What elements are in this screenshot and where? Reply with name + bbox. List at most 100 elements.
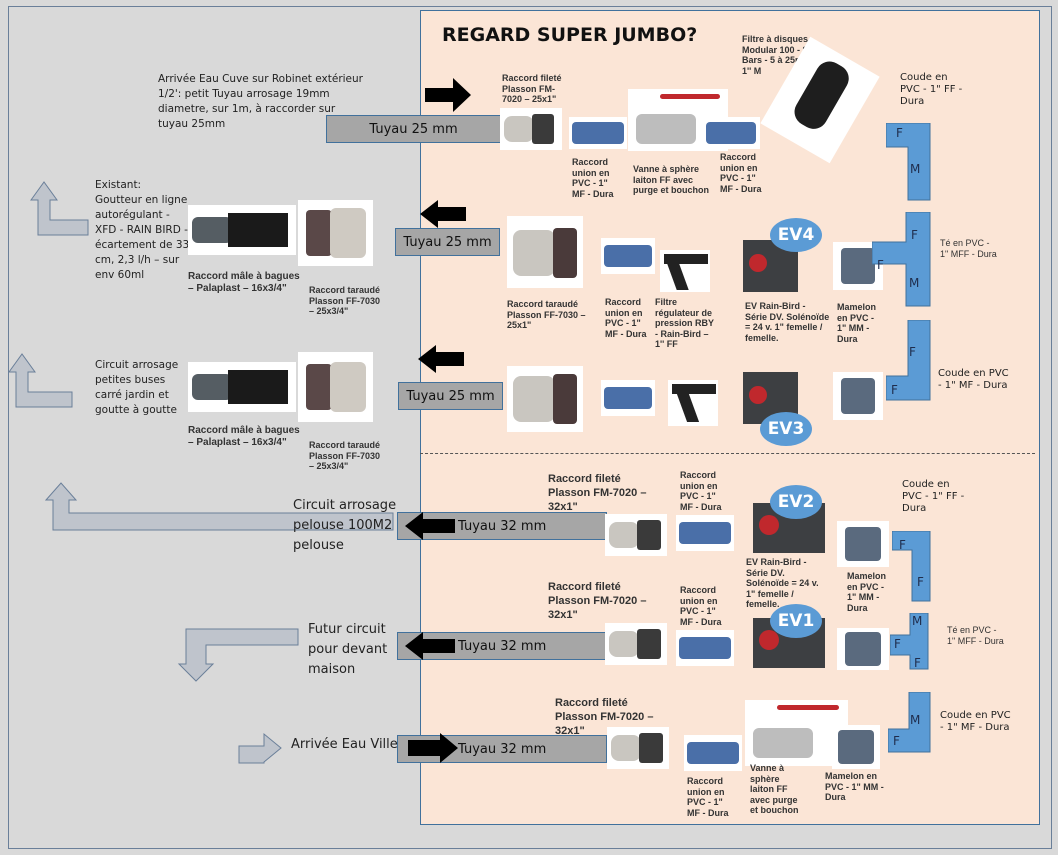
- ev2-badge: EV2: [770, 485, 822, 519]
- label-union: Raccord union en PVC - 1" MF - Dura: [687, 776, 729, 818]
- arrow-left-icon: [418, 345, 464, 373]
- text-circuit-buses: Circuit arrosage petites buses carré jar…: [95, 359, 179, 416]
- union-image: [676, 630, 734, 666]
- pipe-32-row5: Tuyau 32 mm: [397, 632, 607, 660]
- label-raccord-taraude-34: Raccord taraudé Plasson FF-7030 – 25x3/4…: [309, 440, 381, 471]
- pipe-25-row3: Tuyau 25 mm: [398, 382, 503, 410]
- label-ev: EV Rain-Bird - Série DV. Solénoïde = 24 …: [745, 301, 830, 343]
- coude-ff-fitting-icon: [886, 123, 931, 201]
- arrow-left-icon: [420, 200, 466, 228]
- raccord-male-image: [188, 205, 296, 255]
- raccord-filete-image: [605, 514, 667, 556]
- raccord-taraude-image: [298, 200, 373, 266]
- mamelon-image: [837, 521, 889, 567]
- ev1-badge: EV1: [770, 604, 822, 638]
- label-union: Raccord union en PVC - 1" MF - Dura: [572, 157, 614, 199]
- ev4-badge: EV4: [770, 218, 822, 252]
- fitting-end-f: F: [893, 734, 900, 748]
- fitting-end-m: M: [910, 713, 921, 727]
- label-mamelon: Mamelon en PVC - 1" MM - Dura: [847, 571, 887, 613]
- turn-down-arrow-icon: [177, 628, 299, 682]
- label-filtre-rby: Filtre régulateur de pression RBY - Rain…: [655, 297, 714, 349]
- ev3-badge: EV3: [760, 412, 812, 446]
- label-coude-mf: Coude en PVC - 1" MF - Dura: [938, 368, 1009, 391]
- pipe-25-row2: Tuyau 25 mm: [395, 228, 500, 256]
- raccord-filete-image: [605, 623, 667, 665]
- arrow-left-icon: [405, 632, 455, 660]
- raccord-male-image: [188, 362, 296, 412]
- union-image: [703, 117, 760, 149]
- label-raccord-filete-32: Raccord fileté Plasson FM-7020 – 32x1": [548, 473, 647, 513]
- union-image: [601, 238, 655, 274]
- text-arrivee-cuve: Arrivée Eau Cuve sur Robinet extérieur 1…: [158, 73, 363, 130]
- label-vanne: Vanne à sphère laiton FF avec purge et b…: [633, 164, 709, 195]
- fitting-end-f: F: [891, 383, 898, 397]
- raccord-filete-image: [500, 108, 562, 150]
- filtre-rby-image: [660, 250, 710, 292]
- fitting-end-f: F: [911, 228, 918, 242]
- text-futur-circuit: Futur circuit pour devant maison: [308, 622, 388, 677]
- label-union: Raccord union en PVC - 1" MF - Dura: [680, 585, 722, 627]
- raccord-taraude-image: [507, 366, 583, 432]
- coude-ff-fitting-icon: [892, 531, 931, 602]
- raccord-taraude-image: [298, 352, 373, 422]
- pipe-25-row1: Tuyau 25 mm: [326, 115, 501, 143]
- filtre-rby-image: [668, 380, 718, 426]
- label-te: Té en PVC - 1" MFF - Dura: [940, 238, 997, 259]
- te-mff-fitting-icon: [890, 613, 929, 670]
- coude-mf-fitting-icon: [888, 692, 931, 753]
- raccord-taraude-image: [507, 216, 583, 288]
- fitting-end-m: M: [910, 162, 921, 176]
- union-image: [569, 117, 627, 149]
- label-raccord-filete-25: Raccord fileté Plasson FM-7020 – 25x1": [502, 73, 562, 104]
- fitting-end-f: F: [917, 575, 924, 589]
- union-image: [676, 515, 734, 551]
- arrow-left-icon: [405, 512, 455, 540]
- mamelon-image: [837, 628, 889, 670]
- text-arrivee-ville: Arrivée Eau Ville: [291, 737, 398, 752]
- label-union: Raccord union en PVC - 1" MF - Dura: [680, 470, 722, 512]
- label-raccord-filete-32: Raccord fileté Plasson FM-7020 – 32x1": [555, 697, 654, 737]
- text-goutteur: Existant: Goutteur en ligne autorégulant…: [95, 179, 190, 281]
- label-union: Raccord union en PVC - 1" MF - Dura: [720, 152, 762, 194]
- te-mff-fitting-icon: [872, 212, 931, 307]
- label-filtre-disques: Filtre à disques Modular 100 - 8 Bars - …: [742, 34, 822, 76]
- coude-mf-fitting-icon: [886, 320, 931, 401]
- fitting-end-f: F: [899, 538, 906, 552]
- turn-up-arrow-icon: [8, 353, 73, 408]
- separator-dashed-line: [420, 453, 1035, 454]
- union-image: [601, 380, 655, 416]
- fitting-end-f: F: [894, 637, 901, 651]
- diagram-title: REGARD SUPER JUMBO?: [442, 24, 698, 46]
- arrow-right-icon: [408, 733, 458, 763]
- union-image: [684, 735, 742, 771]
- fitting-end-f: F: [877, 258, 884, 272]
- fitting-end-m: M: [909, 276, 920, 290]
- mamelon-image: [832, 725, 880, 769]
- label-raccord-taraude-34: Raccord taraudé Plasson FF-7030 – 25x3/4…: [309, 285, 381, 316]
- label-mamelon: Mamelon en PVC - 1" MM - Dura: [825, 771, 884, 802]
- turn-arrow-icon: [238, 732, 282, 764]
- fitting-end-f: F: [914, 656, 921, 670]
- label-coude-mf: Coude en PVC - 1" MF - Dura: [940, 710, 1011, 733]
- arrow-right-icon: [425, 78, 471, 112]
- page-frame: [8, 6, 1052, 849]
- label-union: Raccord union en PVC - 1" MF - Dura: [605, 297, 647, 339]
- fitting-end-f: F: [909, 345, 916, 359]
- vanne-image: [745, 700, 848, 766]
- label-te: Té en PVC - 1" MFF - Dura: [947, 625, 1004, 646]
- label-mamelon: Mamelon en PVC - 1" MM - Dura: [837, 302, 877, 344]
- fitting-end-m: M: [912, 614, 923, 628]
- label-raccord-taraude-1: Raccord taraudé Plasson FF-7030 – 25x1": [507, 299, 586, 330]
- text-circuit-pelouse: Circuit arrosage pelouse 100M2 pelouse: [293, 498, 397, 553]
- label-raccord-filete-32: Raccord fileté Plasson FM-7020 – 32x1": [548, 581, 647, 621]
- fitting-end-f: F: [896, 126, 903, 140]
- label-raccord-male: Raccord mâle à bagues – Palaplast – 16x3…: [188, 271, 300, 294]
- raccord-filete-image: [607, 727, 669, 769]
- ev-rainbird-image: [743, 240, 798, 292]
- mamelon-image: [833, 372, 883, 420]
- label-raccord-male: Raccord mâle à bagues – Palaplast – 16x3…: [188, 425, 300, 448]
- label-vanne: Vanne à sphère laiton FF avec purge et b…: [750, 763, 799, 815]
- turn-up-arrow-icon: [30, 181, 89, 236]
- turn-up-arrow-icon: [45, 482, 394, 531]
